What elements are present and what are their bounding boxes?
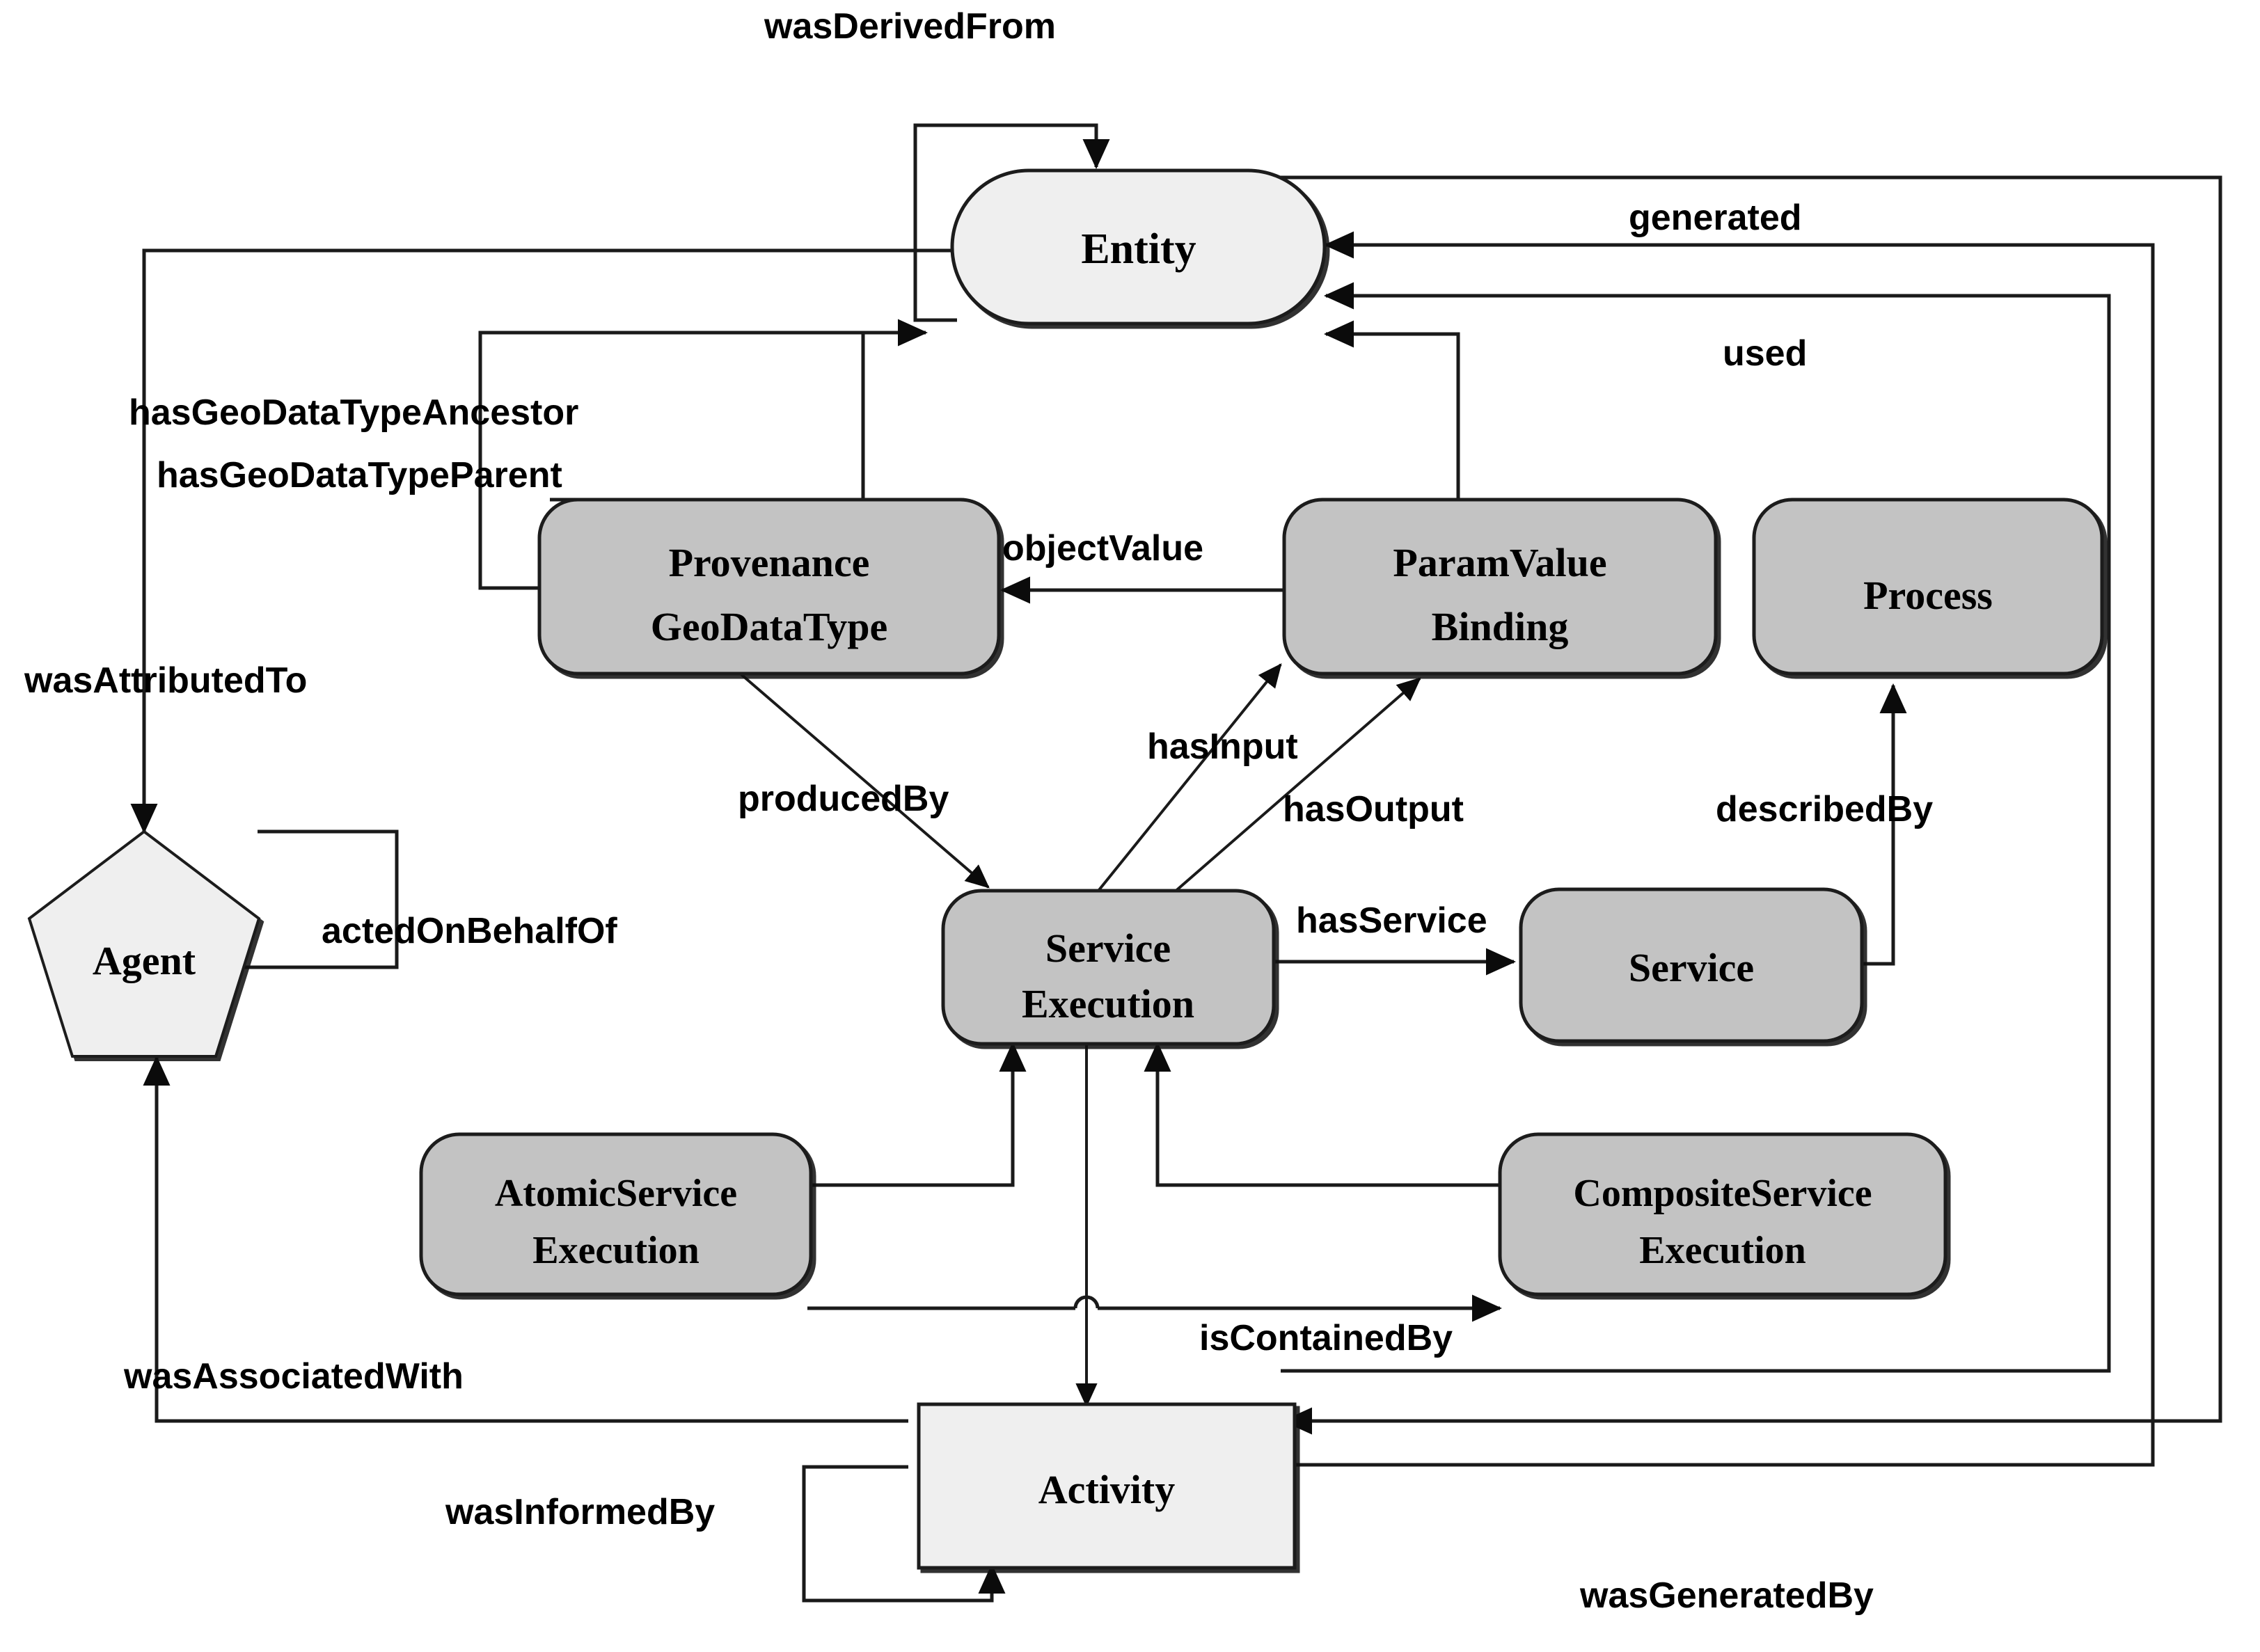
edge-label-wasAssociatedWith: wasAssociatedWith — [123, 1356, 464, 1397]
node-agent[interactable]: Agent — [27, 829, 261, 1058]
edge-wasDerivedFrom — [913, 123, 1110, 322]
edge-label-wasInformedBy: wasInformedBy — [445, 1492, 715, 1532]
node-compositeexec-label-line2: Execution — [1639, 1229, 1806, 1272]
edge-label-objectValue: objectValue — [1002, 528, 1203, 569]
edge-label-generated: generated — [1629, 198, 1802, 238]
edge-producedBy — [736, 670, 990, 889]
node-composite-service-execution[interactable]: CompositeService Execution — [1498, 1132, 1947, 1296]
edge-label-hasOutput: hasOutput — [1283, 789, 1464, 829]
node-svcexec-label-line1: Service — [1045, 926, 1171, 971]
edge-label-isContainedBy: isContainedBy — [1199, 1318, 1453, 1358]
node-paramvalue-label-line1: ParamValue — [1393, 540, 1606, 585]
edge-label-wasGeneratedBy: wasGeneratedBy — [1579, 1575, 1874, 1616]
edge-label-used: used — [1723, 333, 1807, 374]
edge-hasInput — [1091, 663, 1282, 899]
edge-label-producedBy: producedBy — [738, 779, 949, 819]
node-provgeo-label-line2: GeoDataType — [651, 604, 887, 649]
node-service[interactable]: Service — [1519, 887, 1864, 1043]
node-activity[interactable]: Activity — [917, 1402, 1297, 1570]
edge-atomic-to-serviceexecution — [807, 1042, 1027, 1187]
node-paramvalue-binding[interactable]: ParamValue Binding — [1282, 498, 1718, 676]
edge-wasAttributedTo — [130, 248, 952, 834]
edge-actedOnBehalfOf — [172, 829, 399, 981]
node-service-label: Service — [1629, 945, 1754, 990]
node-process-label: Process — [1863, 573, 1993, 618]
node-entity[interactable]: Entity — [950, 168, 1327, 326]
node-service-execution[interactable]: Service Execution — [941, 889, 1276, 1046]
edge-hasGeoDataTypeAncestor — [478, 331, 863, 590]
node-paramvalue-label-line2: Binding — [1432, 604, 1569, 649]
edge-isContainedBy — [807, 1294, 1502, 1322]
edge-composite-to-serviceexecution — [1144, 1042, 1503, 1187]
node-atomic-service-execution[interactable]: AtomicService Execution — [419, 1132, 813, 1296]
edge-label-hasGeoDataTypeParent: hasGeoDataTypeParent — [157, 455, 562, 495]
node-atomicexec-label-line1: AtomicService — [495, 1172, 737, 1215]
node-activity-label: Activity — [1038, 1467, 1176, 1512]
edge-used — [1281, 231, 2155, 1467]
edge-describedBy — [1860, 683, 1907, 966]
node-compositeexec-label-line1: CompositeService — [1573, 1172, 1872, 1215]
edge-label-hasGeoDataTypeAncestor: hasGeoDataTypeAncestor — [129, 392, 578, 433]
edge-label-wasAttributedTo: wasAttributedTo — [24, 660, 307, 701]
edge-hasOutput — [1167, 677, 1421, 899]
edge-paramvalue-to-entity — [1324, 320, 1460, 500]
edge-label-hasInput: hasInput — [1147, 726, 1298, 767]
edge-label-describedBy: describedBy — [1716, 789, 1933, 829]
node-svcexec-label-line2: Execution — [1022, 981, 1194, 1026]
edge-label-wasDerivedFrom: wasDerivedFrom — [764, 6, 1056, 47]
node-provgeo-label-line1: Provenance — [669, 540, 870, 585]
node-entity-label: Entity — [1081, 225, 1196, 273]
edge-label-hasService: hasService — [1296, 900, 1487, 941]
edge-hasGeoDataTypeParent — [550, 319, 928, 502]
edge-wasInformedBy — [802, 1465, 1006, 1603]
edge-wasAssociatedWith — [143, 1056, 908, 1423]
edge-label-actedOnBehalfOf: actedOnBehalfOf — [322, 911, 617, 951]
node-atomicexec-label-line2: Execution — [532, 1229, 700, 1272]
node-provenance-geodatatype[interactable]: Provenance GeoDataType — [537, 498, 1001, 676]
edge-entity-rail-three — [1281, 282, 2111, 1373]
node-process[interactable]: Process — [1752, 498, 2104, 676]
node-agent-label: Agent — [93, 938, 196, 983]
